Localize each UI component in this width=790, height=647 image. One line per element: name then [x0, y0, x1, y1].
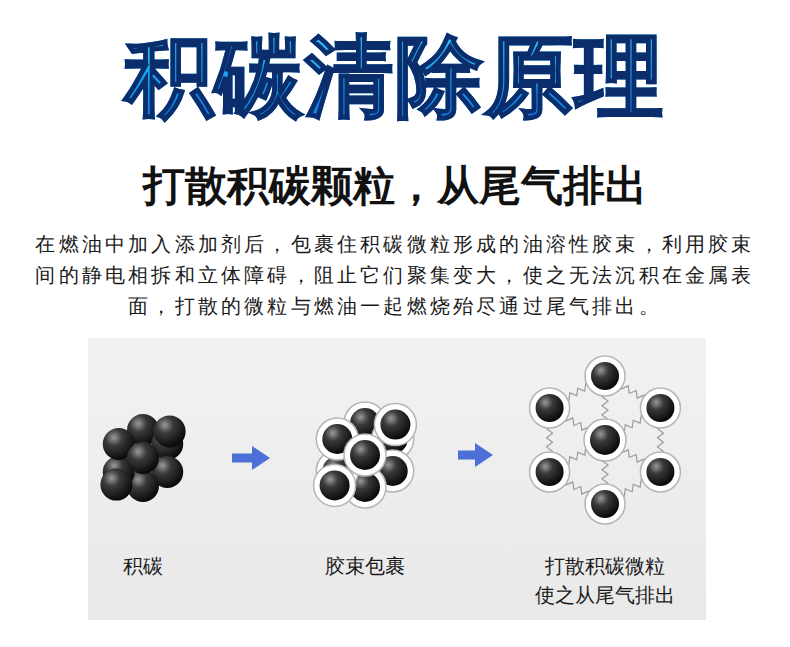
- micelle-ring: [640, 452, 680, 492]
- micelle-ring: [530, 388, 570, 428]
- repulsion-spark: [563, 480, 591, 496]
- subtitle: 打散积碳颗粒，从尾气排出: [0, 158, 790, 214]
- micelle-ring: [640, 388, 680, 428]
- stage-label: 打散积碳微粒 使之从尾气排出: [530, 552, 680, 610]
- carbon-particle: [350, 440, 380, 470]
- description-text: 在燃油中加入添加剂后，包裹住积碳微粒形成的油溶性胶束，利用胶束间的静电相拆和立体…: [33, 229, 757, 322]
- carbon-particle: [646, 458, 674, 486]
- flow-arrow: [232, 454, 254, 463]
- repulsion-spark: [547, 424, 553, 456]
- carbon-particle: [380, 410, 410, 440]
- stage-label: 积碳: [68, 552, 218, 581]
- carbon-particle: [320, 470, 350, 500]
- panel: [88, 338, 706, 620]
- repulsion-spark: [619, 384, 647, 400]
- carbon-particle: [536, 458, 564, 486]
- page-title: 积碳清除原理: [0, 22, 790, 132]
- micelle-ring: [585, 484, 625, 524]
- carbon-particle: [127, 442, 159, 474]
- flow-arrow: [458, 451, 477, 460]
- micelle-ring: [374, 404, 416, 446]
- carbon-particle: [154, 415, 186, 447]
- carbon-particle: [100, 469, 132, 501]
- micelle-ring: [530, 452, 570, 492]
- carbon-particle: [591, 490, 619, 518]
- carbon-particle: [536, 394, 564, 422]
- carbon-particle: [591, 362, 619, 390]
- stage-node: 积碳: [54, 380, 232, 620]
- micelle-ring: [584, 419, 626, 461]
- stage-node: 胶束包裹: [272, 380, 458, 620]
- carbon-particle: [646, 394, 674, 422]
- micelle-ring: [344, 434, 386, 476]
- carbon-particle: [590, 425, 620, 455]
- stage-label: 胶束包裹: [290, 552, 440, 581]
- repulsion-spark: [657, 424, 663, 456]
- micelle-ring: [585, 356, 625, 396]
- micelle-ring: [314, 464, 356, 506]
- particle-clusters: [100, 356, 680, 524]
- stage-node: 打散积碳微粒 使之从尾气排出: [495, 360, 715, 620]
